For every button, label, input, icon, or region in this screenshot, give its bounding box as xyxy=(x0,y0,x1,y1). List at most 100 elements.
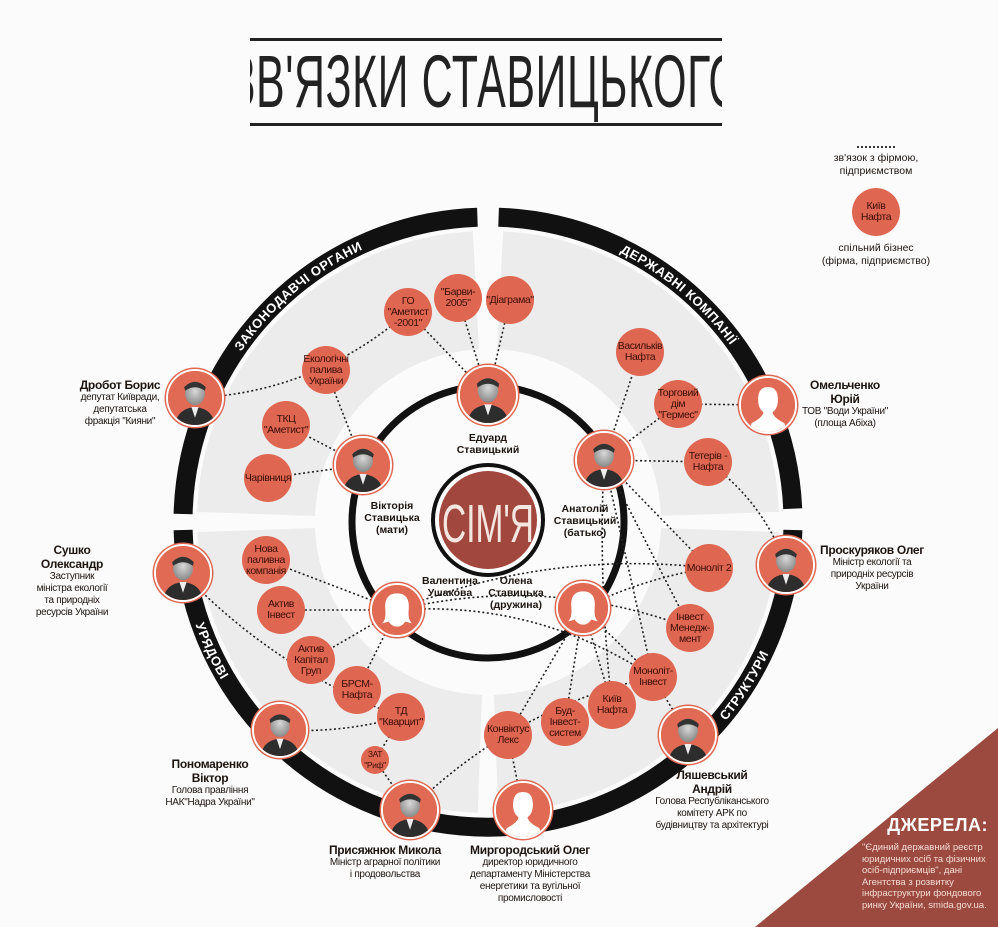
outer-ring-segment xyxy=(173,529,803,837)
company-node-hermes: Торговий дім "Гермес" xyxy=(654,380,702,428)
company-name: Буд- Інвест- систем xyxy=(549,704,581,739)
page-title: ЗВ'ЯЗКИ СТАВИЦЬКОГО xyxy=(250,40,722,123)
company-name: Актив Інвест xyxy=(267,598,295,621)
official-position: директор юридичного департаменту Міністе… xyxy=(470,857,590,904)
company-name: Інвест Менедж- мент xyxy=(670,610,710,645)
company-name: Тетерів - Нафта xyxy=(688,450,728,473)
legend-link-label: зв'язок з фірмою, підприємством xyxy=(833,152,919,177)
official-ponomarenko xyxy=(252,702,308,758)
family-member-name: Вікторія Ставицька (мати) xyxy=(364,500,420,536)
official-name: Сушко Олександр xyxy=(40,543,104,571)
connection-line-valentyna-investmanagement xyxy=(396,594,691,629)
family-member-valentyna xyxy=(370,583,424,637)
family-member-anatoliy xyxy=(575,431,633,489)
title-frame: ЗВ'ЯЗКИ СТАВИЦЬКОГО xyxy=(250,38,722,126)
company-name: "Діаграма" xyxy=(486,293,534,306)
company-node-investmanagement: Інвест Менедж- мент xyxy=(666,604,714,652)
company-name: Торговий дім "Гермес" xyxy=(657,386,699,421)
company-node-teteriv: Тетерів - Нафта xyxy=(684,438,732,486)
sources-heading: ДЖЕРЕЛА: xyxy=(887,815,988,835)
company-node-aktyvkapital: Актив Капітал Груп xyxy=(287,636,335,684)
official-myrhorodsky xyxy=(494,781,552,839)
company-name: Конвіктус Лекс xyxy=(486,723,530,746)
center-label: СІМ'Я xyxy=(442,493,534,554)
portrait-photo-icon xyxy=(254,704,306,756)
official-position: Міністр екології та природніх ресурсів У… xyxy=(830,557,914,592)
official-position: депутат Київради, депутатська фракція "К… xyxy=(80,392,160,427)
company-node-brsm: БРСМ- Нафта xyxy=(333,666,381,714)
company-node-ametyst2001: ГО "Аметист -2001" xyxy=(384,288,432,336)
sources-panel xyxy=(755,728,998,927)
official-name: Присяжнюк Микола xyxy=(328,843,442,857)
portrait-photo-icon xyxy=(661,708,715,762)
company-node-vasylkiv: Васильків Нафта xyxy=(616,328,664,376)
legend-company-name: Київ Нафта xyxy=(860,200,892,223)
official-name: Пономаренко Віктор xyxy=(171,757,249,785)
official-sushko xyxy=(154,544,212,602)
company-node-konviktus: Конвіктус Лекс xyxy=(484,711,532,759)
company-name: БРСМ- Нафта xyxy=(341,678,373,701)
company-name: ГО "Аметист -2001" xyxy=(387,294,429,329)
company-name: "Барви- 2005" xyxy=(440,286,476,309)
family-member-name: Анатолій Ставицький (батько) xyxy=(553,503,617,539)
official-drobot xyxy=(166,369,224,427)
connection-line-anatoliy-kyivnafta xyxy=(601,459,613,706)
company-node-kvarcyt: ТД "Кварцит" xyxy=(377,693,425,741)
company-name: Чарівниця xyxy=(244,471,292,484)
company-name: Моноліт- Інвест xyxy=(633,665,673,688)
connection-line-valentyna-monolitinvest xyxy=(396,608,654,678)
family-member-viktoria xyxy=(334,436,392,494)
company-node-charivnytsia: Чарівниця xyxy=(244,454,292,502)
company-node-barvy: "Барви- 2005" xyxy=(434,274,482,322)
sources-text: "Єдиний державний реєстр юридичних осіб … xyxy=(862,842,987,911)
company-node-aktyvinvest: Актив Інвест xyxy=(257,586,305,634)
company-name: ТКЦ "Аметист" xyxy=(263,413,309,436)
company-name: Київ Нафта xyxy=(596,693,628,716)
outer-ring-segment xyxy=(173,207,478,515)
official-name: Проскуряков Олег xyxy=(820,543,924,557)
legend-company-label: спільний бізнес (фірма, підприємство) xyxy=(821,242,931,267)
company-node-tkc: ТКЦ "Аметист" xyxy=(262,401,310,449)
company-node-monolitinvest: Моноліт- Інвест xyxy=(629,653,677,701)
company-name: Васильків Нафта xyxy=(617,340,663,363)
person-silhouette-icon xyxy=(741,378,795,432)
official-name: Дробот Борис xyxy=(79,378,161,392)
portrait-photo-icon xyxy=(460,367,516,423)
connection-line-olena-konviktus xyxy=(507,607,584,736)
company-node-kyivnafta: Київ Нафта xyxy=(588,681,636,729)
official-position: ТОВ "Води України" (площа Абіха) xyxy=(801,406,889,429)
family-member-name: Валентина Ушакова xyxy=(422,575,478,599)
portrait-photo-icon xyxy=(336,438,390,492)
person-silhouette-icon xyxy=(496,783,550,837)
official-prysiazhniuk xyxy=(381,781,439,839)
connection-line-valentyna-monolit2 xyxy=(396,562,710,611)
family-member-name: Едуард Ставицький xyxy=(456,432,520,456)
center-family-circle xyxy=(431,463,545,577)
portrait-photo-icon xyxy=(577,433,631,487)
portrait-photo-icon xyxy=(383,783,437,837)
company-name: Актив Капітал Груп xyxy=(294,642,328,677)
official-liashevsky xyxy=(659,706,717,764)
official-proskuryakov xyxy=(757,536,815,594)
person-silhouette-icon xyxy=(372,585,422,635)
official-name: Ляшевський Андрій xyxy=(676,768,748,796)
official-position: Голова правління НАК"Надра України" xyxy=(165,785,255,808)
company-name: ТД "Кварцит" xyxy=(379,705,423,728)
company-name: Екологічні палива України xyxy=(303,352,349,387)
company-name: Моноліт 2 xyxy=(686,561,732,574)
company-node-ekopalyva: Екологічні палива України xyxy=(302,346,350,394)
official-position: Заступник міністра екології та природніх… xyxy=(35,571,109,618)
company-node-rif: ЗАТ "Риф" xyxy=(361,746,389,774)
legend-dotted-line xyxy=(857,146,895,148)
official-position: Голова Республіканського комітету АРК по… xyxy=(655,796,769,831)
company-name: ЗАТ "Риф" xyxy=(364,749,386,770)
official-name: Миргородський Олег xyxy=(470,843,590,857)
